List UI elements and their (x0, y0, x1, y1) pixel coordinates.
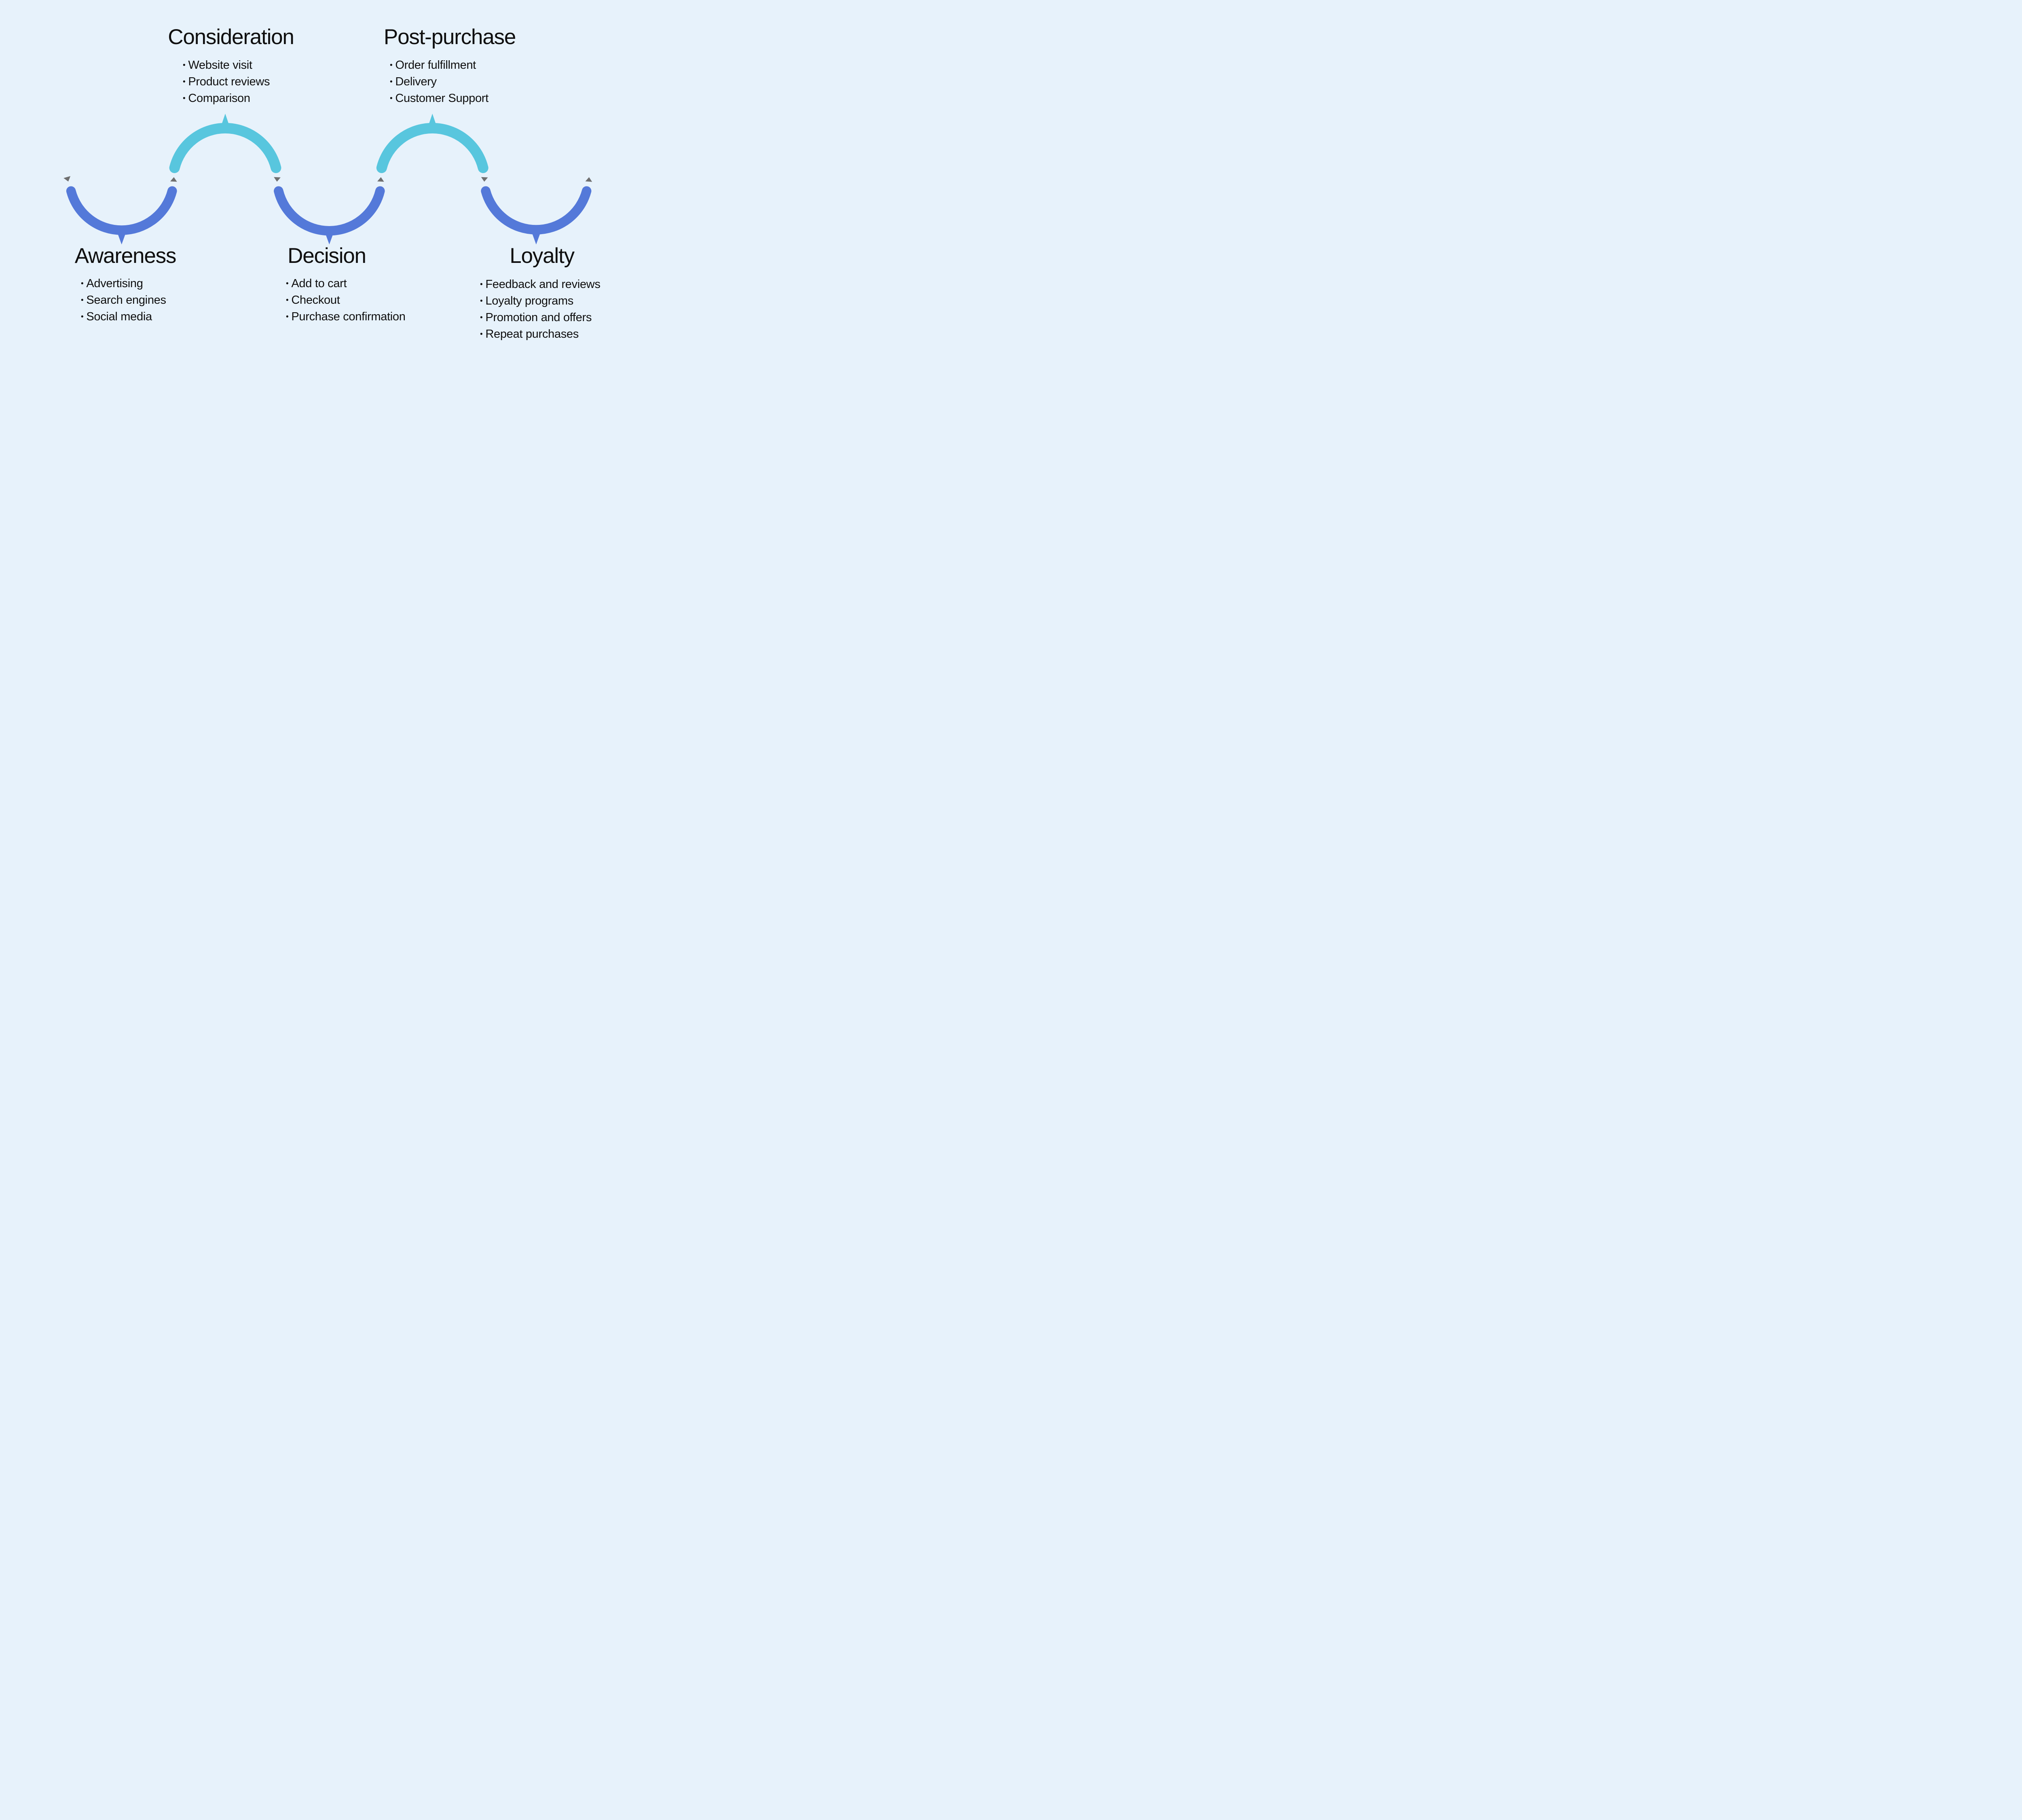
bullet-item: •Repeat purchases (480, 326, 601, 343)
decision-pointer (324, 231, 334, 245)
decision-arc (274, 186, 385, 236)
bullet-text: Delivery (395, 75, 437, 88)
consideration-bullet-list: •Website visit•Product reviews•Compariso… (183, 57, 270, 107)
loyalty-arc (481, 186, 592, 235)
bullet-text: Customer Support (395, 92, 489, 105)
bullet-text: Feedback and reviews (485, 278, 601, 291)
flow-arrow-down-icon (481, 177, 488, 182)
bullet-item: •Social media (81, 309, 166, 325)
bullet-dot-icon: • (183, 94, 186, 103)
bullet-item: •Customer Support (390, 90, 489, 107)
bullet-text: Promotion and offers (485, 311, 592, 324)
stage-title-awareness: Awareness (74, 244, 177, 268)
stage-title-decision: Decision (288, 244, 366, 268)
flow-arrow-down-icon (274, 177, 281, 182)
bullet-text: Search engines (86, 294, 166, 307)
bullet-item: •Promotion and offers (480, 309, 601, 326)
bullet-dot-icon: • (480, 280, 483, 289)
customer-journey-diagram: Consideration Post-purchase Awareness De… (0, 0, 647, 364)
bullet-item: •Add to cart (286, 275, 406, 292)
post-purchase-arc (376, 123, 489, 173)
bullet-dot-icon: • (81, 279, 84, 288)
loyalty-bullet-list: •Feedback and reviews•Loyalty programs•P… (480, 276, 601, 343)
stage-title-loyalty: Loyalty (510, 244, 575, 268)
awareness-arc (66, 186, 177, 235)
bullet-item: •Delivery (390, 74, 489, 90)
bullet-dot-icon: • (390, 94, 393, 103)
bullet-item: •Purchase confirmation (286, 309, 406, 325)
bullet-text: Comparison (188, 92, 250, 105)
decision-bullet-list: •Add to cart•Checkout•Purchase confirmat… (286, 275, 406, 325)
bullet-text: Website visit (188, 59, 252, 72)
bullet-dot-icon: • (480, 297, 483, 305)
consideration-pointer (220, 114, 230, 127)
bullet-text: Product reviews (188, 75, 270, 88)
awareness-pointer (116, 231, 127, 245)
bullet-text: Repeat purchases (485, 328, 579, 341)
bullet-text: Advertising (86, 277, 143, 290)
flow-arrow-down-icon (63, 176, 71, 182)
bullet-item: •Website visit (183, 57, 270, 74)
bullet-item: •Product reviews (183, 74, 270, 90)
bullet-dot-icon: • (81, 313, 84, 321)
bullet-dot-icon: • (81, 296, 84, 305)
consideration-arc (169, 123, 281, 173)
bullet-text: Add to cart (291, 277, 347, 290)
bullet-item: •Order fulfillment (390, 57, 489, 74)
bullet-text: Purchase confirmation (291, 310, 406, 323)
bullet-item: •Feedback and reviews (480, 276, 601, 293)
bullet-item: •Loyalty programs (480, 293, 601, 309)
flow-arrow-up-icon (585, 177, 592, 182)
bullet-text: Order fulfillment (395, 59, 476, 72)
bullet-dot-icon: • (390, 61, 393, 70)
bullet-text: Checkout (291, 294, 340, 307)
bullet-text: Loyalty programs (485, 294, 573, 307)
bullet-dot-icon: • (286, 279, 289, 288)
stage-title-consideration: Consideration (168, 25, 294, 49)
bullet-dot-icon: • (183, 78, 186, 86)
bullet-item: •Checkout (286, 292, 406, 309)
bullet-item: •Advertising (81, 275, 166, 292)
flow-arrow-up-icon (170, 177, 177, 182)
journey-wave-graphic (63, 114, 592, 245)
bullet-item: •Search engines (81, 292, 166, 309)
bullet-dot-icon: • (286, 296, 289, 305)
bullet-text: Social media (86, 310, 152, 323)
bullet-dot-icon: • (480, 330, 483, 339)
bullet-item: •Comparison (183, 90, 270, 107)
loyalty-pointer (531, 231, 541, 245)
bullet-dot-icon: • (286, 313, 289, 321)
bullet-dot-icon: • (183, 61, 186, 70)
post-purchase-bullet-list: •Order fulfillment•Delivery•Customer Sup… (390, 57, 489, 107)
bullet-dot-icon: • (390, 78, 393, 86)
flow-arrow-up-icon (377, 177, 384, 182)
awareness-bullet-list: •Advertising•Search engines•Social media (81, 275, 166, 325)
stage-title-post-purchase: Post-purchase (383, 25, 516, 49)
bullet-dot-icon: • (480, 313, 483, 322)
post-purchase-pointer (427, 114, 437, 127)
